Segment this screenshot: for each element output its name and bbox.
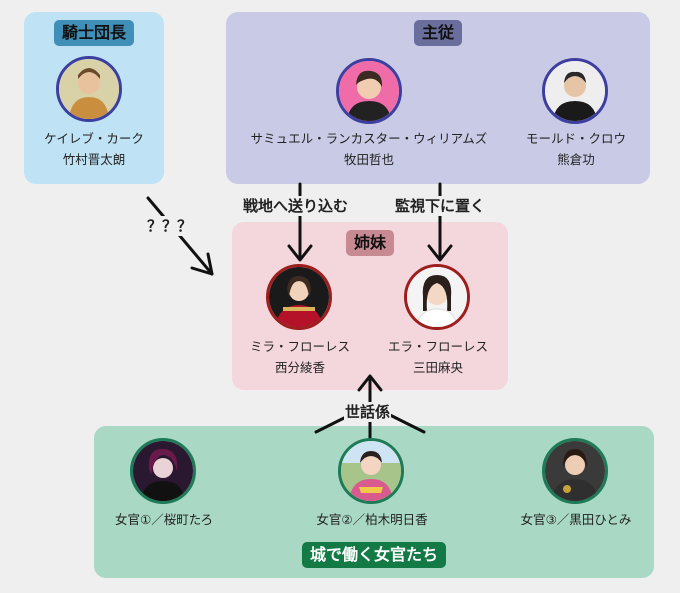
arrow-caleb-to-sisters xyxy=(146,196,214,276)
relation-surveil-label: 監視下に置く xyxy=(394,196,487,216)
arrow-head-era xyxy=(427,244,453,262)
caretaker-branch-right xyxy=(386,412,426,434)
relation-unknown-label: ？？？ xyxy=(146,216,194,236)
role-name-era: エラ・フローレス xyxy=(387,339,489,354)
actor-name-mira: 西分綾香 xyxy=(274,360,326,375)
avatar-maid1 xyxy=(130,438,196,504)
relation-caretakers-label: 世話係 xyxy=(344,402,392,422)
avatar-maid3 xyxy=(542,438,608,504)
avatar-caleb xyxy=(56,56,122,122)
role-name-mira: ミラ・フローレス xyxy=(249,339,351,354)
sisters-group-label: 姉妹 xyxy=(345,230,395,256)
avatar-era xyxy=(404,264,470,330)
relation-send-to-war-label: 戦地へ送り込む xyxy=(242,196,350,216)
arrow-head-sisters xyxy=(357,374,383,392)
role-name-maid2: 女官②／柏木明日香 xyxy=(316,512,428,527)
person-photo-icon xyxy=(545,61,605,121)
arrow-head-caleb xyxy=(190,252,214,276)
role-name-samuel: サミュエル・ランカスター・ウィリアムズ xyxy=(250,131,488,146)
person-photo-icon xyxy=(545,441,605,501)
person-photo-icon xyxy=(339,61,399,121)
avatar-mold xyxy=(542,58,608,124)
actor-name-mold: 熊倉功 xyxy=(557,152,595,167)
actor-name-samuel: 牧田哲也 xyxy=(343,152,395,167)
actor-name-caleb: 竹村晋太朗 xyxy=(62,152,126,167)
person-photo-icon xyxy=(407,267,467,327)
role-name-maid1: 女官①／桜町たろ xyxy=(115,512,213,527)
arrow-head-mira xyxy=(287,244,313,262)
court-maids-group-label: 城で働く女官たち xyxy=(301,542,447,568)
role-name-mold: モールド・クロウ xyxy=(525,131,627,146)
person-photo-icon xyxy=(269,267,329,327)
person-photo-icon xyxy=(341,441,401,501)
knight-group-label: 騎士団長 xyxy=(53,20,135,46)
role-name-caleb: ケイレブ・カーク xyxy=(44,131,144,146)
avatar-mira xyxy=(266,264,332,330)
master-servant-group-label: 主従 xyxy=(413,20,463,46)
actor-name-era: 三田麻央 xyxy=(412,360,464,375)
person-photo-icon xyxy=(133,441,193,501)
person-photo-icon xyxy=(59,59,119,119)
role-name-maid3: 女官③／黒田ひとみ xyxy=(520,512,632,527)
avatar-maid2 xyxy=(338,438,404,504)
avatar-samuel xyxy=(336,58,402,124)
